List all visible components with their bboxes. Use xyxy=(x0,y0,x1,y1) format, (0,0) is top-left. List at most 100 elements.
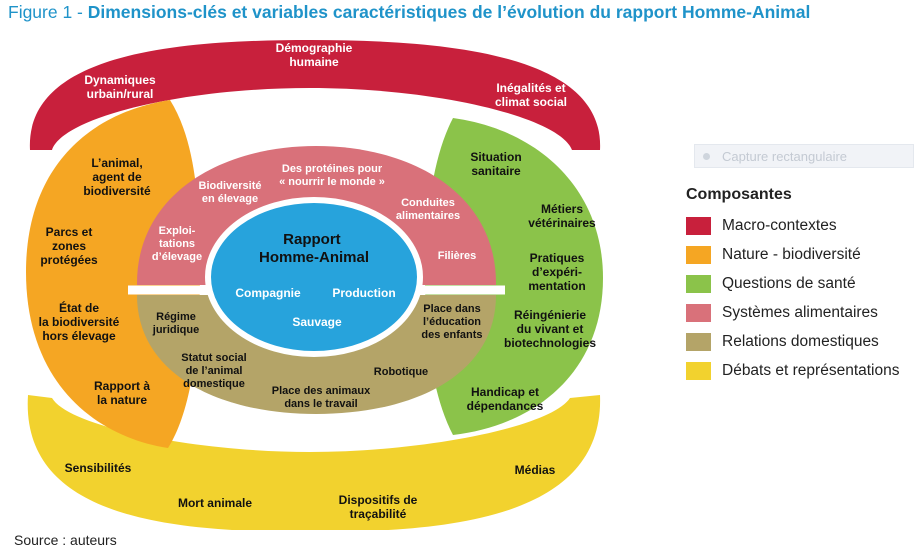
core-title-line: Homme-Animal xyxy=(259,249,369,266)
label-line: l’éducation xyxy=(423,316,481,328)
label-line: Statut social xyxy=(181,352,246,364)
label-line: dépendances xyxy=(467,399,544,413)
label-line: Exploi- xyxy=(159,225,196,237)
core-circle xyxy=(205,197,423,357)
label-line: urbain/rural xyxy=(87,87,154,101)
core-title: Rapport Homme-Animal xyxy=(259,231,369,266)
label-line: Démographie xyxy=(276,41,353,55)
label-line: du vivant et xyxy=(517,322,584,336)
label-line: agent de xyxy=(92,170,142,184)
label-line: Dynamiques xyxy=(84,73,156,87)
legend-item: Macro-contextes xyxy=(686,211,900,240)
label-debats-representations-0: Sensibilités xyxy=(65,461,132,475)
label-line: Réingénierie xyxy=(514,308,586,322)
figure-number: Figure 1 - xyxy=(8,2,88,22)
label-line: Handicap et xyxy=(471,385,539,399)
legend-label: Nature - biodiversité xyxy=(722,245,861,263)
label-line: d’élevage xyxy=(152,251,202,263)
label-line: Filières xyxy=(438,250,477,262)
legend-label: Systèmes alimentaires xyxy=(722,303,878,321)
rectangle-capture-label: Capture rectangulaire xyxy=(722,148,848,164)
label-line: Place dans xyxy=(423,303,480,315)
ring-debats-representations xyxy=(27,395,601,530)
label-line: juridique xyxy=(152,324,199,336)
legend-swatch xyxy=(686,332,711,351)
core-item-production: Production xyxy=(332,286,395,300)
label-line: de l’animal xyxy=(186,365,243,377)
label-line: sanitaire xyxy=(471,164,521,178)
legend-swatch xyxy=(686,245,711,264)
label-systemes-alimentaires-4: Filières xyxy=(438,250,477,262)
label-debats-representations-2: Mort animale xyxy=(178,496,252,510)
label-debats-representations-1: Médias xyxy=(515,463,556,477)
label-line: Conduites xyxy=(401,197,455,209)
label-line: Inégalités et xyxy=(496,81,565,95)
label-systemes-alimentaires-0: Des protéines pour« nourrir le monde » xyxy=(279,163,385,188)
figure-title-text: Dimensions-clés et variables caractérist… xyxy=(87,2,811,22)
label-line: traçabilité xyxy=(350,507,407,521)
legend-item: Relations domestiques xyxy=(686,327,900,356)
label-line: vétérinaires xyxy=(528,216,596,230)
legend-label: Débats et représentations xyxy=(722,361,900,379)
label-line: la nature xyxy=(97,393,147,407)
legend-swatch xyxy=(686,303,711,322)
legend-label: Questions de santé xyxy=(722,274,856,292)
label-line: zones xyxy=(52,239,86,253)
label-line: mentation xyxy=(528,279,585,293)
label-line: Place des animaux xyxy=(272,385,371,397)
legend-item: Nature - biodiversité xyxy=(686,240,900,269)
label-line: en élevage xyxy=(202,193,258,205)
label-line: biotechnologies xyxy=(504,336,596,350)
legend-item: Questions de santé xyxy=(686,269,900,298)
label-line: Biodiversité xyxy=(199,180,262,192)
label-line: tations xyxy=(159,238,195,250)
label-line: Dispositifs de xyxy=(339,493,418,507)
label-line: domestique xyxy=(183,378,245,390)
label-line: des enfants xyxy=(421,329,482,341)
label-line: humaine xyxy=(289,55,339,69)
label-line: dans le travail xyxy=(284,398,357,410)
label-line: Robotique xyxy=(374,366,428,378)
legend-swatch xyxy=(686,361,711,380)
legend-label: Macro-contextes xyxy=(722,216,837,234)
label-line: Médias xyxy=(515,463,556,477)
label-line: Mort animale xyxy=(178,496,252,510)
legend-swatch xyxy=(686,216,711,235)
label-line: Situation xyxy=(470,150,521,164)
record-dot-icon xyxy=(703,152,710,160)
ring-macro-contextes xyxy=(29,40,601,150)
legend-label: Relations domestiques xyxy=(722,332,879,350)
label-line: alimentaires xyxy=(396,210,460,222)
rectangle-capture-overlay[interactable]: Capture rectangulaire xyxy=(694,144,914,168)
label-line: L’animal, xyxy=(91,156,142,170)
label-line: biodiversité xyxy=(83,184,151,198)
label-line: Métiers xyxy=(541,202,583,216)
label-line: Régime xyxy=(156,311,196,323)
legend-title: Composantes xyxy=(686,186,792,203)
label-line: Pratiques xyxy=(530,251,585,265)
relationship-diagram: Rapport Homme-Animal Compagnie Productio… xyxy=(26,40,603,530)
legend-item: Systèmes alimentaires xyxy=(686,298,900,327)
source-note: Source : auteurs xyxy=(14,532,117,548)
label-line: protégées xyxy=(40,253,98,267)
